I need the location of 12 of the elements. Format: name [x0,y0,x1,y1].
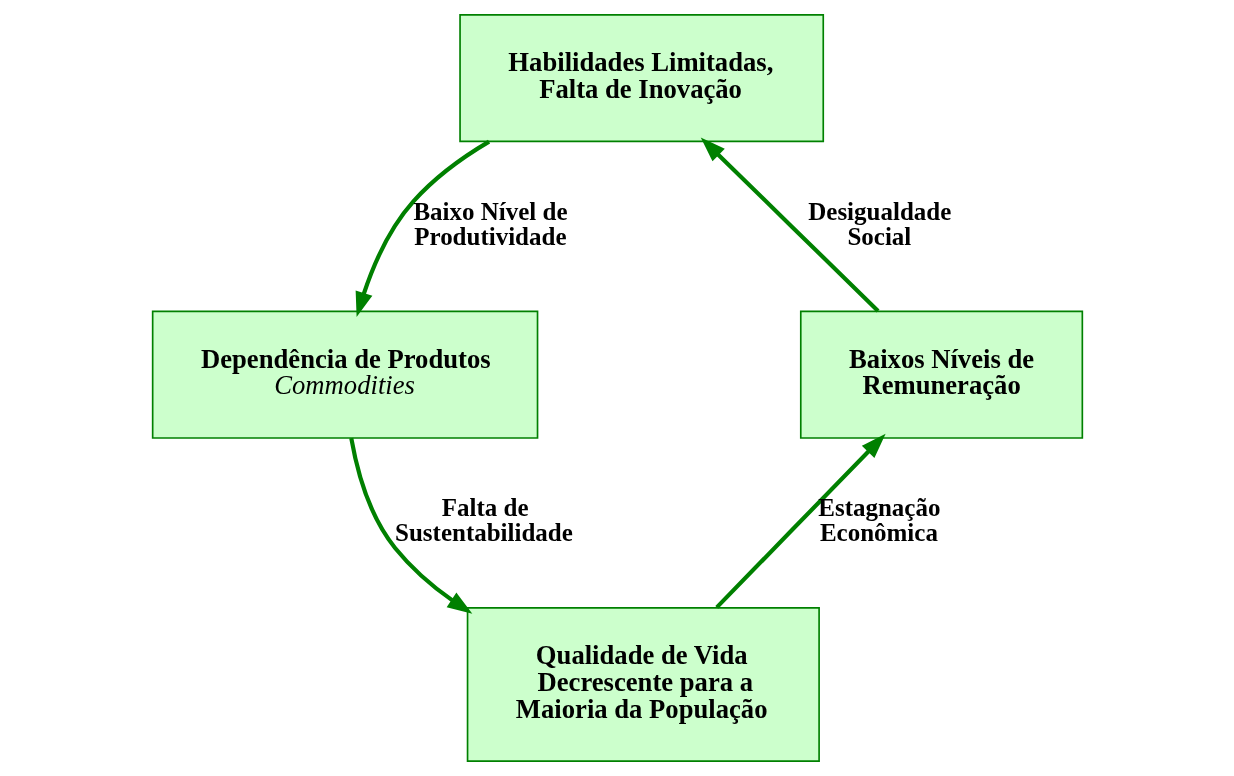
node-box: Baixos Níveis de Remuneração [799,310,1083,439]
node-box: Habilidades Limitadas, Falta de Inovação [458,13,824,143]
edge-label: Baixo Nível de Produtividade [412,197,567,250]
node-box: Dependência de Produtos Commodities [151,310,538,439]
arrow [348,437,472,614]
edge-label: Desigualdade Social [807,197,951,250]
edge-label: Estagnação Econômica [817,494,940,547]
node-box: Qualidade de Vida Decrescente para a Maioria da População [466,607,820,763]
arrow [700,137,879,313]
edge-label: Falta de Sustentabilidade [394,494,573,547]
arrow [714,433,886,609]
arrow [355,139,490,317]
